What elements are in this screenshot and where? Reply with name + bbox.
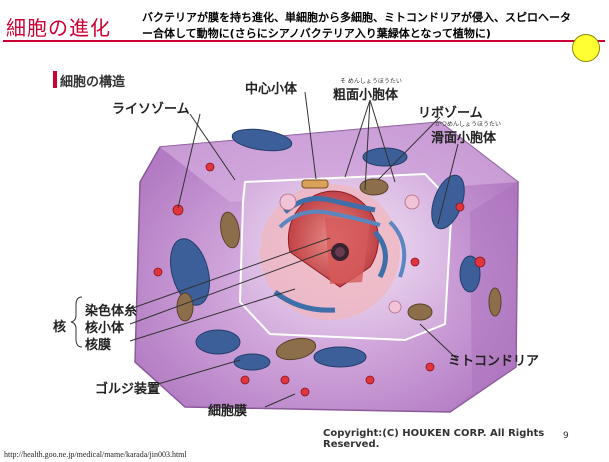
centrosome-shape	[301, 179, 329, 189]
label-cell-membrane: 細胞膜	[208, 404, 248, 419]
label-centrosome: 中心小体	[245, 82, 298, 97]
label-rough-er: 粗面小胞体	[333, 88, 399, 103]
label-mitochondria: ミトコンドリア	[448, 354, 540, 369]
label-nucleus: 核	[53, 320, 67, 335]
label-golgi: ゴルジ装置	[95, 382, 161, 397]
label-lysosome: ライソゾーム	[112, 102, 190, 117]
label-smooth-er: 滑面小胞体	[431, 131, 497, 146]
title-divider	[3, 40, 605, 42]
slide-title: 細胞の進化	[6, 16, 111, 40]
ruby-rough-er: そ めんしょうほうたい	[340, 78, 402, 85]
slide-description: バクテリアが膜を持ち進化、単細胞から多細胞、ミトコンドリアが侵入、スピロヘーター…	[142, 11, 571, 40]
section-marker	[53, 71, 57, 88]
nucleus-bracket	[70, 296, 83, 348]
copyright-text: Copyright:(C) HOUKEN CORP. All Rights Re…	[323, 428, 545, 450]
section-title: 細胞の構造	[60, 75, 126, 90]
sun-icon	[572, 34, 600, 62]
label-nucleolus: 核小体	[85, 321, 125, 336]
source-url: http://health.goo.ne.jp/medical/mame/kar…	[4, 450, 187, 459]
label-chromatin: 染色体糸	[85, 304, 138, 319]
label-nuclear-membrane: 核膜	[85, 338, 112, 353]
cell-illustration	[70, 91, 519, 413]
cell-structure-figure: 細胞の構造 ライソゾーム 中心小体 そ めんしょうほうたい 粗面小胞体 リボゾー…	[40, 62, 568, 450]
page-number: 9	[563, 431, 569, 441]
label-ribosome: リボゾーム	[418, 106, 483, 121]
ruby-smooth-er: かつめんしょうほうたい	[435, 121, 502, 128]
cell-side-face	[450, 182, 518, 412]
